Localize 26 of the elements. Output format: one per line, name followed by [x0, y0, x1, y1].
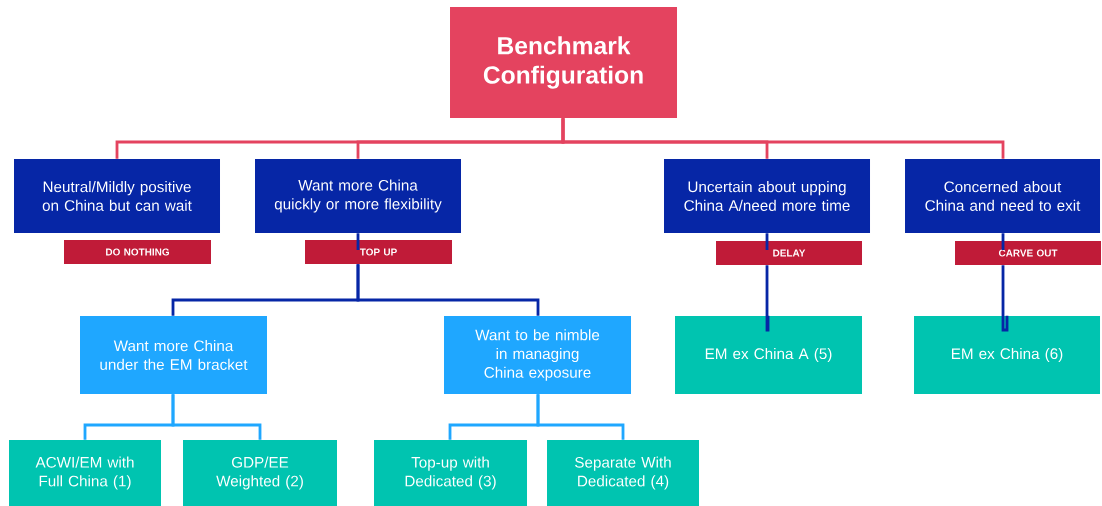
connector-line — [1001, 233, 1005, 252]
question-box: Neutral/Mildly positive on China but can wait — [14, 159, 220, 233]
result-box: ACWI/EM with Full China (1) — [9, 440, 161, 506]
option-box: Want more China under the EM bracket — [80, 316, 267, 394]
question-box: Want more China quickly or more flexibility — [255, 159, 461, 233]
result-box: EM ex China A (5) — [675, 316, 862, 394]
result-box: EM ex China (6) — [914, 316, 1100, 394]
connector-line — [765, 265, 770, 332]
root-box: Benchmark Configuration — [450, 7, 677, 118]
connector-line — [765, 233, 769, 252]
question-box: Uncertain about upping China A/need more time — [664, 159, 870, 233]
connector-line — [1001, 265, 1009, 332]
action-tag: CARVE OUT — [955, 241, 1101, 265]
connector-line — [356, 233, 360, 252]
option-box: Want to be nimble in managing China exposure — [444, 316, 631, 394]
connector-line — [561, 118, 1005, 159]
result-box: GDP/EE Weighted (2) — [183, 440, 337, 506]
question-box: Concerned about China and need to exit — [905, 159, 1100, 233]
result-box: Top-up with Dedicated (3) — [374, 440, 527, 506]
action-tag: TOP UP — [305, 240, 452, 264]
connector-line — [356, 264, 540, 316]
action-tag: DELAY — [716, 241, 862, 265]
connector-line — [171, 394, 262, 440]
connector-line — [536, 394, 625, 440]
action-tag: DO NOTHING — [64, 240, 211, 264]
result-box: Separate With Dedicated (4) — [547, 440, 699, 506]
